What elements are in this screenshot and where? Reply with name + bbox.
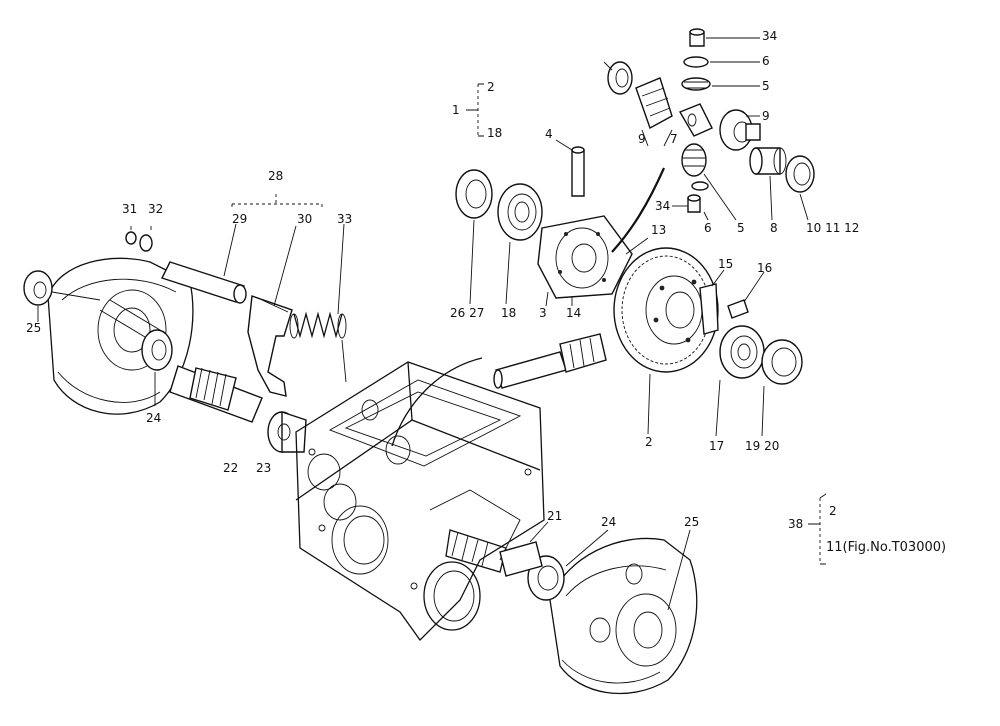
label-18-group: 18 xyxy=(487,126,503,140)
label-2-ring: 2 xyxy=(645,435,653,449)
label-9-left: 9 xyxy=(638,132,646,146)
part-31 xyxy=(125,231,137,245)
spring-33 xyxy=(289,311,347,339)
label-1: 1 xyxy=(452,103,460,117)
bushing-8 xyxy=(749,147,787,175)
label-8: 8 xyxy=(770,221,778,235)
shaft-29 xyxy=(161,261,247,304)
figure-reference: 11(Fig.No.T03000) xyxy=(826,540,947,555)
washer-top-left xyxy=(607,61,633,95)
bracket-15 xyxy=(699,283,719,335)
label-26-27: 26 27 xyxy=(450,306,485,320)
label-13: 13 xyxy=(651,223,667,237)
label-23: 23 xyxy=(256,461,272,475)
part-32 xyxy=(139,234,153,252)
pin-34-bottom xyxy=(687,194,701,213)
gear-5-top xyxy=(681,77,711,91)
label-34-bottom: 34 xyxy=(655,199,671,213)
label-2-ref: 2 xyxy=(829,504,837,518)
pinion-9b xyxy=(719,109,761,151)
coupling-23 xyxy=(267,411,307,453)
curved-rod xyxy=(611,167,666,253)
washer-19 xyxy=(761,339,803,385)
label-6-top: 6 xyxy=(762,54,770,68)
washer-10 xyxy=(785,155,815,193)
label-3: 3 xyxy=(539,306,547,320)
label-32: 32 xyxy=(148,202,164,216)
bearing-18-diff xyxy=(497,183,543,241)
ring-gear-2 xyxy=(613,247,719,373)
pinion-9a xyxy=(635,77,673,130)
label-22: 22 xyxy=(223,461,239,475)
label-4: 4 xyxy=(545,127,553,141)
label-16: 16 xyxy=(757,261,773,275)
shaft-21 xyxy=(499,541,543,577)
label-21: 21 xyxy=(547,509,563,523)
gear-5-bottom xyxy=(681,143,707,177)
label-6-bottom: 6 xyxy=(704,221,712,235)
transmission-case xyxy=(295,361,545,642)
label-18-diff: 18 xyxy=(501,306,517,320)
label-31: 31 xyxy=(122,202,138,216)
label-24-right: 24 xyxy=(601,515,617,529)
washer-6-bottom xyxy=(691,181,709,191)
label-33: 33 xyxy=(337,212,353,226)
gear-shaft-22 xyxy=(169,365,263,423)
pinion-shaft xyxy=(493,333,607,389)
diff-case-3 xyxy=(537,215,633,299)
label-17: 17 xyxy=(709,439,725,453)
shift-fork-30 xyxy=(247,295,293,397)
label-38: 38 xyxy=(788,517,804,531)
bearing-17 xyxy=(719,325,765,379)
bolt-16 xyxy=(727,299,749,319)
label-25-right: 25 xyxy=(684,515,700,529)
washer-6-top xyxy=(683,56,709,68)
label-24-left: 24 xyxy=(146,411,162,425)
label-15: 15 xyxy=(718,257,734,271)
label-5-top: 5 xyxy=(762,79,770,93)
pin-34-top xyxy=(689,28,705,47)
label-28: 28 xyxy=(268,169,284,183)
label-25-left: 25 xyxy=(26,321,42,335)
label-19-20: 19 20 xyxy=(745,439,780,453)
right-cover xyxy=(549,537,698,695)
left-cover xyxy=(47,257,194,415)
label-10-11-12: 10 11 12 xyxy=(806,221,860,235)
seal-25-left xyxy=(23,270,53,306)
label-29: 29 xyxy=(232,212,248,226)
spacer-7 xyxy=(678,103,713,137)
bearing-24-left xyxy=(141,329,173,371)
label-34-top: 34 xyxy=(762,29,778,43)
washer-26 xyxy=(455,169,493,219)
connecting-rod-line xyxy=(391,357,483,447)
pin-4 xyxy=(571,146,585,197)
label-5-bottom: 5 xyxy=(737,221,745,235)
label-30: 30 xyxy=(297,212,313,226)
label-7: 7 xyxy=(670,132,678,146)
label-14: 14 xyxy=(566,306,582,320)
label-9-right: 9 xyxy=(762,109,770,123)
label-2-group: 2 xyxy=(487,80,495,94)
